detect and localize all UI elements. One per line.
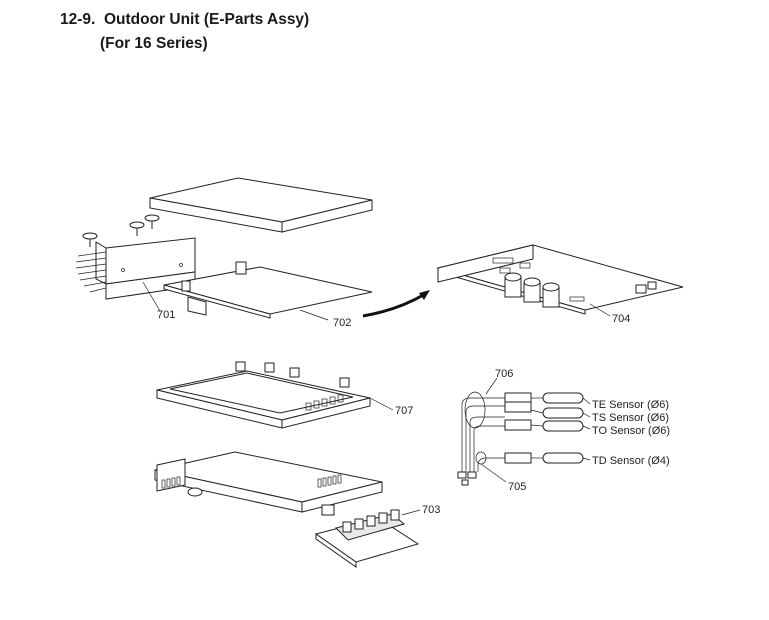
page-heading: 12-9. Outdoor Unit (E-Parts Assy) (For 1… [60, 8, 309, 56]
te-sensor-label: TE Sensor (Ø6) [592, 399, 669, 411]
heat-sink-701 [75, 237, 196, 300]
capacitor [523, 277, 541, 303]
main-pcb-704 [436, 244, 684, 315]
part-label-704: 704 [612, 313, 630, 325]
heading-line-1: 12-9. Outdoor Unit (E-Parts Assy) [60, 8, 309, 32]
ts-sensor-probe [504, 401, 584, 419]
part-label-703: 703 [422, 504, 440, 516]
arrow-icon [362, 290, 430, 318]
heading-subtitle: (For 16 Series) [100, 35, 208, 52]
screw-icon [129, 221, 145, 236]
part-label-706: 706 [495, 368, 513, 380]
part-label-702: 702 [333, 317, 351, 329]
to-sensor-label: TO Sensor (Ø6) [592, 425, 670, 437]
base-chassis [154, 451, 383, 513]
te-sensor-probe [504, 392, 584, 404]
top-cover-plate [149, 177, 373, 233]
section-number: 12-9. [60, 11, 96, 28]
capacitor [504, 272, 522, 298]
td-sensor-probe [504, 452, 584, 464]
pcb-702 [163, 261, 373, 319]
ts-sensor-label: TS Sensor (Ø6) [592, 412, 669, 424]
part-label-701: 701 [157, 309, 175, 321]
section-title: Outdoor Unit (E-Parts Assy) [103, 11, 310, 28]
leader-lines [142, 281, 611, 516]
screw-icon [144, 214, 160, 229]
screw-icon [82, 232, 98, 247]
part-label-705: 705 [508, 481, 526, 493]
capacitor [542, 282, 560, 308]
terminal-block-703 [314, 504, 420, 568]
to-sensor-probe [504, 419, 584, 432]
part-label-707: 707 [395, 405, 413, 417]
sensor-harness [457, 391, 584, 486]
pcb-tray-707 [156, 361, 371, 429]
td-sensor-label: TD Sensor (Ø4) [592, 455, 670, 467]
